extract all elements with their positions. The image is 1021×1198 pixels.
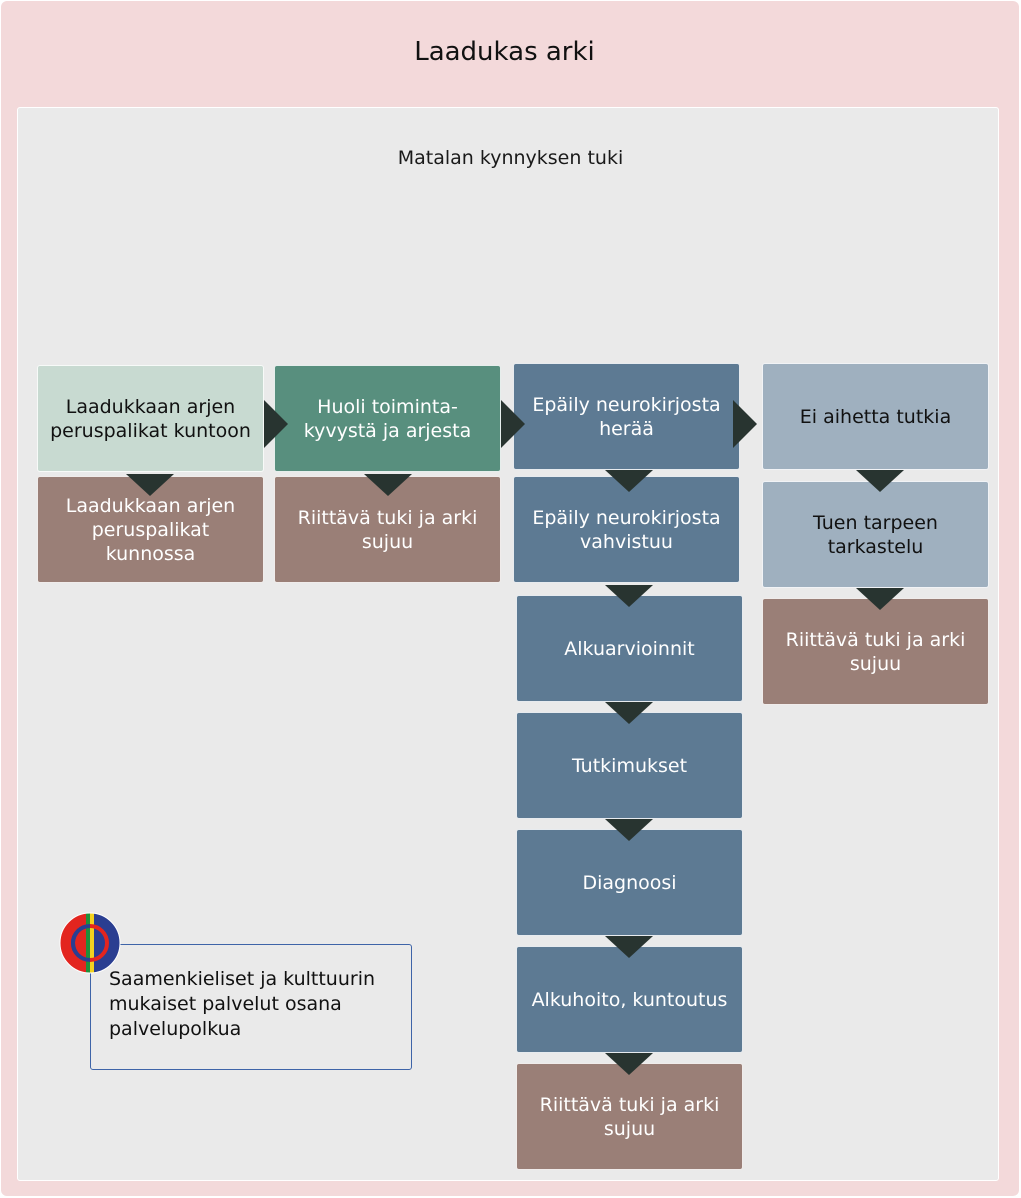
arrow-down-icon (126, 474, 174, 496)
step-initial-assessments: Alkuarvioinnit (516, 595, 743, 702)
step-label: Epäily neurokirjosta herää (532, 393, 721, 440)
arrow-down-icon (605, 819, 653, 841)
step-label: Tutkimukset (571, 754, 688, 777)
step-label: Diagnoosi (582, 871, 677, 894)
arrow-right-icon (501, 400, 525, 448)
arrow-down-icon (605, 1053, 653, 1075)
arrow-right-icon (264, 400, 288, 448)
step-label: Alkuhoito, kuntoutus (531, 988, 728, 1011)
page-title: Laadukas arki (414, 37, 595, 67)
arrow-down-icon (364, 474, 412, 496)
step-diagnosis: Diagnoosi (516, 829, 743, 936)
step-label: Riittävä tuki ja arki sujuu (785, 628, 966, 675)
sami-services-note: Saamenkieliset ja kulttuurin mukaiset pa… (90, 944, 412, 1070)
sami-flag-icon (59, 912, 121, 974)
step-label: Huoli toiminta-kyvystä ja arjesta (303, 395, 472, 442)
step-basics-to-order: Laadukkaan arjen peruspalikat kuntoon (37, 365, 264, 472)
step-label: Ei aihetta tutkia (799, 405, 952, 428)
step-label: Tuen tarpeen tarkastelu (813, 511, 938, 558)
step-suspicion-arises: Epäily neurokirjosta herää (513, 363, 740, 470)
step-concern-functional-capacity: Huoli toiminta-kyvystä ja arjesta (274, 365, 501, 472)
arrow-down-icon (605, 585, 653, 607)
arrow-down-icon (605, 470, 653, 492)
step-label: Laadukkaan arjen peruspalikat kunnossa (65, 494, 236, 565)
arrow-down-icon (856, 588, 904, 610)
step-label: Laadukkaan arjen peruspalikat kuntoon (50, 395, 251, 442)
section-title: Matalan kynnyksen tuki (397, 147, 624, 169)
step-review-support-needs: Tuen tarpeen tarkastelu (762, 481, 989, 588)
step-label: Riittävä tuki ja arki sujuu (539, 1093, 720, 1140)
step-label: Epäily neurokirjosta vahvistuu (532, 506, 721, 553)
arrow-right-icon (733, 400, 757, 448)
step-label: Riittävä tuki ja arki sujuu (297, 506, 478, 553)
step-label: Alkuarvioinnit (564, 637, 695, 660)
step-examinations: Tutkimukset (516, 712, 743, 819)
outcome-adequate-support-2: Riittävä tuki ja arki sujuu (516, 1063, 743, 1170)
step-suspicion-confirmed: Epäily neurokirjosta vahvistuu (513, 476, 740, 583)
outcome-adequate-support-3: Riittävä tuki ja arki sujuu (762, 598, 989, 705)
arrow-down-icon (605, 936, 653, 958)
sami-note-text: Saamenkieliset ja kulttuurin mukaiset pa… (109, 968, 376, 1040)
arrow-down-icon (605, 702, 653, 724)
arrow-down-icon (856, 470, 904, 492)
step-no-reason-to-examine: Ei aihetta tutkia (762, 363, 989, 470)
step-initial-treatment: Alkuhoito, kuntoutus (516, 946, 743, 1053)
